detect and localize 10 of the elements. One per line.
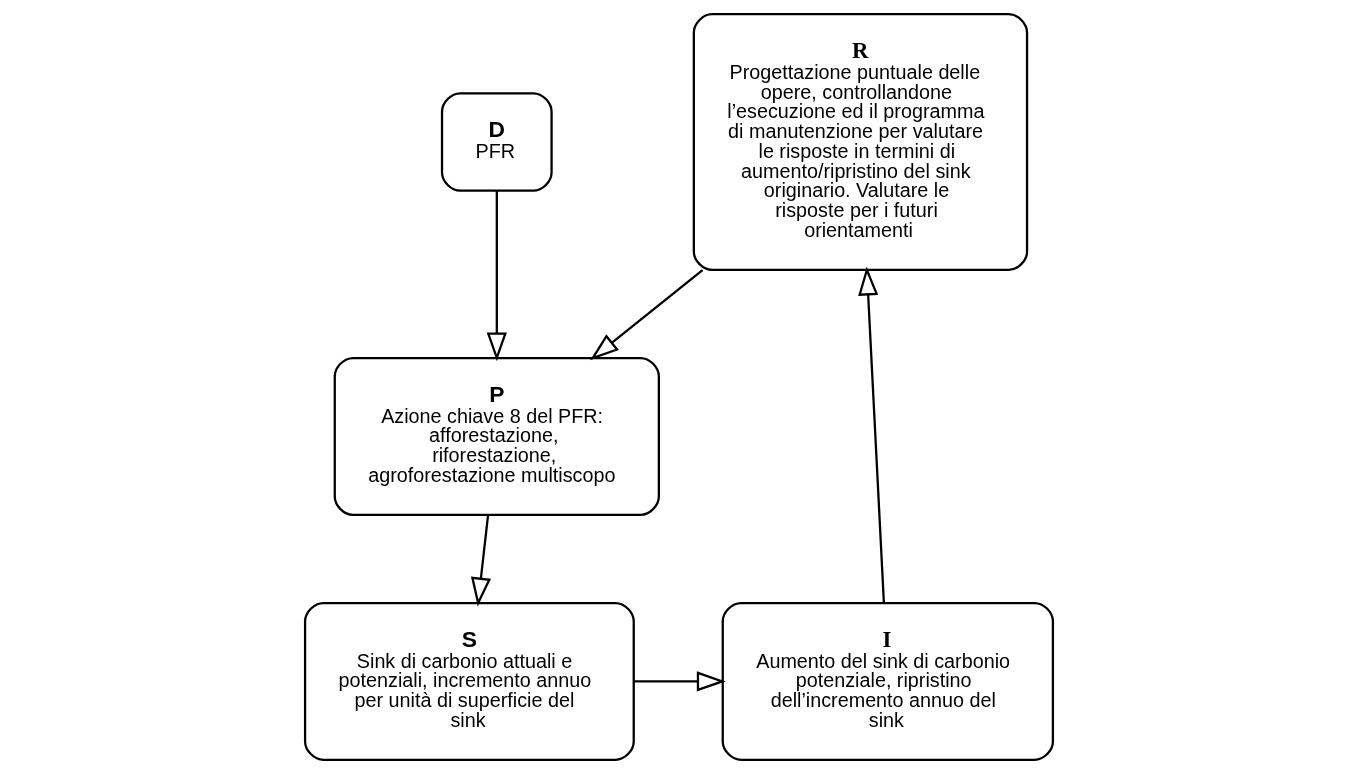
arrow [470, 515, 492, 607]
arrow [634, 671, 726, 692]
node-box: D PFR [440, 92, 553, 192]
node-box: I Aumento del sink di carbonio potenziale, ripristino dell’incremento annuo del sink [721, 601, 1055, 761]
arrow [858, 266, 886, 603]
node-box: R Progettazione puntuale delle opere, controllandone l’esecuzione ed il programma di manutenzione per valutare le risposte in termini di aumento/ripristino del sink originario. Valutare le risposte per i futuri orientamenti [692, 13, 1029, 271]
node-box: S Sink di carbonio attuali e potenziali, incremento annuo per unità di superficie del sink [303, 601, 635, 761]
arrow [486, 191, 507, 362]
node-box: P Azione chiave 8 del PFR: afforestazione, riforestazione, agroforestazione multiscopo [333, 356, 660, 516]
arrow [590, 269, 704, 361]
